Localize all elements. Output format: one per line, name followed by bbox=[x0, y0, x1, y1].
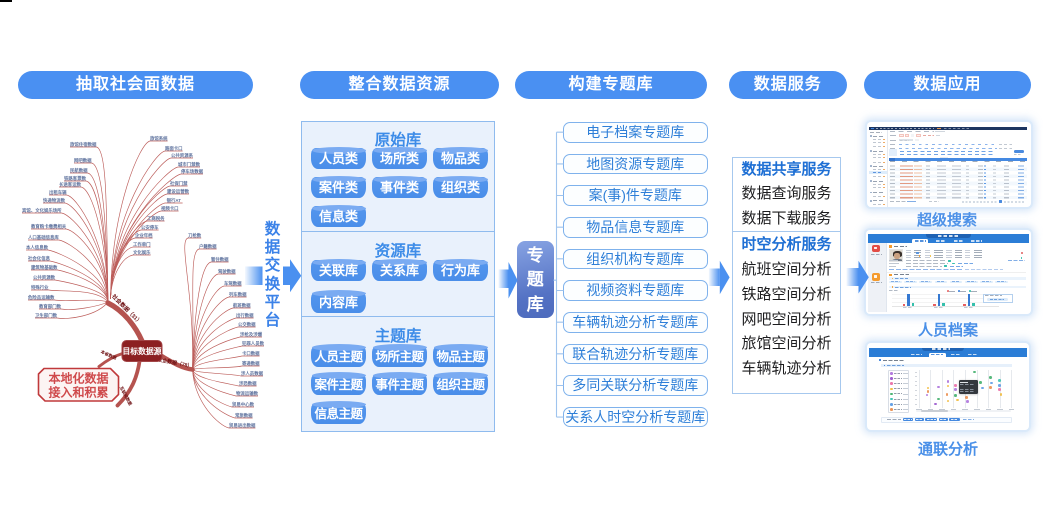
svg-text:视频卡口: 视频卡口 bbox=[161, 205, 179, 212]
svg-text:旅馆系统: 旅馆系统 bbox=[150, 135, 168, 142]
svg-text:特殊行业: 特殊行业 bbox=[31, 284, 49, 291]
svg-text:本人信息数: 本人信息数 bbox=[26, 244, 49, 251]
svg-text:文化娱乐: 文化娱乐 bbox=[133, 249, 151, 256]
svg-text:涉枪及涉爆: 涉枪及涉爆 bbox=[240, 331, 263, 338]
svg-text:工作单门: 工作单门 bbox=[133, 241, 151, 248]
svg-text:犯罪人员数: 犯罪人员数 bbox=[241, 340, 265, 347]
svg-text:涉人员数据: 涉人员数据 bbox=[241, 370, 264, 377]
svg-text:建筑物基础数: 建筑物基础数 bbox=[30, 264, 58, 271]
svg-text:接入和积累: 接入和积累 bbox=[48, 384, 108, 399]
svg-text:快递物流数: 快递物流数 bbox=[43, 197, 66, 204]
svg-text:卡口数据: 卡口数据 bbox=[242, 350, 260, 357]
svg-text:卫生部门数: 卫生部门数 bbox=[35, 312, 58, 319]
svg-text:出行数据: 出行数据 bbox=[236, 312, 254, 319]
svg-text:航班数据: 航班数据 bbox=[233, 302, 251, 309]
svg-text:建设运营数: 建设运营数 bbox=[166, 188, 190, 195]
svg-text:出租车辆: 出租车辆 bbox=[49, 189, 67, 196]
svg-text:刀枪数: 刀枪数 bbox=[187, 232, 202, 239]
svg-text:涉恐数据: 涉恐数据 bbox=[239, 380, 257, 387]
svg-text:铁路客票数: 铁路客票数 bbox=[64, 175, 87, 182]
svg-text:工商税务: 工商税务 bbox=[147, 215, 165, 222]
svg-text:企业年档: 企业年档 bbox=[134, 232, 153, 239]
svg-text:车驾数据: 车驾数据 bbox=[224, 280, 242, 287]
svg-text:网吧数据: 网吧数据 bbox=[74, 157, 92, 164]
svg-text:公安停车: 公安停车 bbox=[141, 224, 159, 231]
svg-text:公交数据: 公交数据 bbox=[238, 321, 256, 328]
svg-text:社会化信息: 社会化信息 bbox=[27, 255, 51, 262]
svg-text:教育部门数: 教育部门数 bbox=[38, 303, 62, 310]
svg-text:路面卡口: 路面卡口 bbox=[165, 145, 183, 152]
svg-text:长途客运数: 长途客运数 bbox=[59, 181, 82, 188]
svg-text:贸易进出数据: 贸易进出数据 bbox=[229, 422, 256, 429]
svg-text:列车数据: 列车数据 bbox=[229, 291, 247, 298]
svg-text:人口基础信息库: 人口基础信息库 bbox=[28, 234, 59, 241]
svg-text:驾驶数据: 驾驶数据 bbox=[218, 268, 236, 275]
svg-text:本地化数据: 本地化数据 bbox=[48, 370, 108, 385]
svg-text:物流运输数: 物流运输数 bbox=[236, 390, 259, 397]
svg-text:目标数据源: 目标数据源 bbox=[123, 346, 162, 356]
svg-text:寄递数据: 寄递数据 bbox=[242, 360, 260, 367]
svg-text:公共资源数: 公共资源数 bbox=[33, 274, 56, 281]
svg-text:贸易中心数: 贸易中心数 bbox=[232, 401, 255, 408]
svg-text:停车场数据: 停车场数据 bbox=[181, 168, 204, 175]
svg-text:危险品运输数: 危险品运输数 bbox=[28, 294, 55, 301]
svg-text:旅馆住宿数据: 旅馆住宿数据 bbox=[70, 141, 97, 148]
svg-text:户籍数据: 户籍数据 bbox=[199, 243, 217, 250]
svg-text:暂住数据: 暂住数据 bbox=[211, 256, 229, 263]
svg-text:银行AT: 银行AT bbox=[167, 197, 182, 204]
svg-text:教育购卡缴费相关: 教育购卡缴费相关 bbox=[30, 223, 67, 230]
svg-text:民航数据: 民航数据 bbox=[70, 167, 88, 174]
svg-text:社保门禁: 社保门禁 bbox=[169, 180, 188, 187]
svg-text:常旅数据: 常旅数据 bbox=[235, 412, 253, 419]
svg-text:城市门禁数: 城市门禁数 bbox=[178, 161, 201, 168]
svg-text:公共资源系: 公共资源系 bbox=[171, 152, 194, 159]
svg-text:宾馆、文化娱乐场所: 宾馆、文化娱乐场所 bbox=[22, 207, 62, 214]
